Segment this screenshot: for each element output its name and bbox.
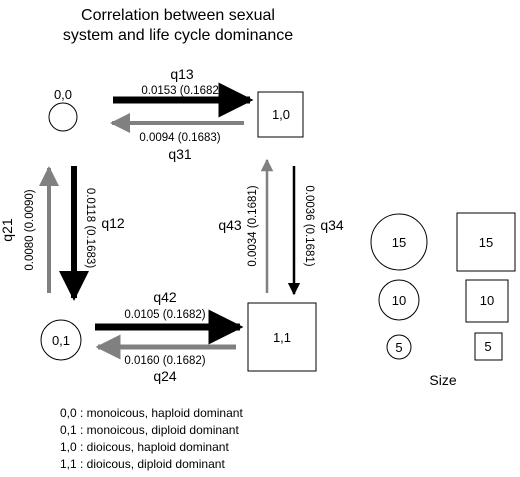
rate-q42: 0.0160 (0.1682) (124, 355, 205, 367)
size-legend-circle-10 (378, 279, 420, 321)
state-key-line-3: 1,0 : dioicous, haploid dominant (60, 440, 229, 454)
label-q21: q21 (0, 218, 15, 242)
label-q31: q31 (168, 146, 192, 162)
size-legend-circle-label-5: 5 (395, 340, 402, 355)
state-key: 0,0 : monoicous, haploid dominant 0,1 : … (60, 406, 243, 471)
rate-q24: 0.0105 (0.1682) (124, 309, 205, 321)
size-legend-square-15 (456, 212, 516, 272)
rate-q13: 0.0153 (0.1682) (141, 85, 222, 97)
size-legend-caption: Size (429, 372, 456, 388)
state-label-1-0: 1,0 (272, 107, 290, 122)
state-label-0-1: 0,1 (52, 333, 70, 348)
state-node-0-1 (40, 319, 82, 361)
size-legend-square-label-5: 5 (484, 339, 491, 354)
size-legend-square-label-10: 10 (480, 293, 494, 308)
state-key-line-4: 1,1 : dioicous, diploid dominant (60, 457, 225, 471)
label-q12: q12 (101, 215, 125, 231)
title-line-2: system and life cycle dominance (63, 27, 293, 44)
label-q24: q42 (153, 289, 177, 305)
state-label-1-1: 1,1 (273, 330, 291, 345)
title-line-1: Correlation between sexual (81, 7, 275, 24)
size-legend-square-10 (465, 279, 509, 323)
rate-q34: 0.0036 (0.1681) (303, 185, 315, 266)
size-legend-circle-label-15: 15 (392, 235, 406, 250)
size-legend-circle-15 (370, 213, 428, 271)
state-key-line-1: 0,0 : monoicous, haploid dominant (60, 406, 243, 420)
state-key-line-2: 0,1 : monoicous, diploid dominant (60, 423, 239, 437)
label-q42: q24 (153, 368, 177, 384)
size-legend-square-label-15: 15 (479, 235, 493, 250)
label-q13: q13 (170, 66, 194, 82)
rate-q12: 0.0118 (0.1683) (84, 188, 96, 269)
size-legend-circle-label-10: 10 (392, 293, 406, 308)
state-node-0-0 (48, 102, 78, 132)
label-q43: q43 (218, 217, 242, 233)
size-legend: 15 15 10 10 5 5 Size (370, 212, 516, 388)
size-legend-square-5 (474, 332, 503, 361)
label-q34: q34 (320, 217, 344, 233)
rate-q31: 0.0094 (0.1683) (139, 132, 220, 144)
state-label-0-0: 0,0 (54, 87, 72, 102)
rate-q43: 0.0034 (0.1681) (247, 185, 259, 266)
rate-q21: 0.0080 (0.0090) (24, 189, 36, 270)
state-node-1-0 (257, 91, 304, 138)
size-legend-circle-5 (386, 334, 412, 360)
state-node-1-1 (247, 302, 317, 372)
